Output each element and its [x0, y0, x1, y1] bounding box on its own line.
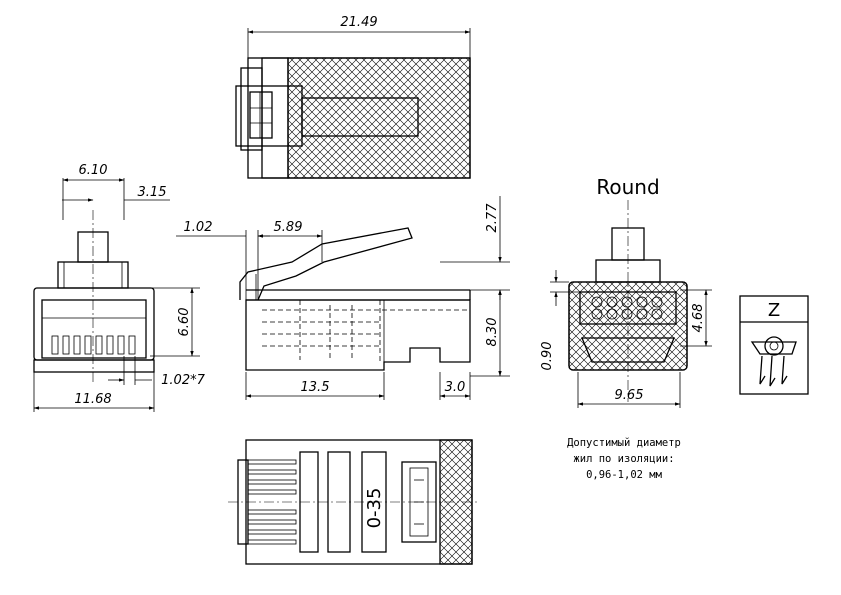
round-view: Round 0.90 4.68 9. [540, 175, 712, 408]
dim-front-width: 11.68 [74, 392, 111, 407]
dim-top-length: 21.49 [340, 15, 377, 30]
wire-diameter-note: Допустимый диаметр жил по изоляции: 0,96… [567, 437, 681, 481]
dim-side-latch: 5.89 [274, 220, 303, 235]
dim-round-wall: 0.90 [540, 342, 555, 371]
dim-side-height: 8.30 [485, 318, 500, 347]
dim-front-height: 6.60 [177, 308, 192, 337]
top-view: 21.49 [235, 15, 471, 179]
note-line-3: 0,96-1,02 мм [586, 469, 663, 481]
dim-front-width-inner: 6.10 [79, 163, 108, 178]
dim-side-gap: 1.02 [184, 220, 213, 235]
dim-side-tail: 3.0 [445, 380, 466, 395]
dim-round-width: 9.65 [615, 388, 644, 403]
dim-round-height: 4.68 [691, 304, 706, 333]
side-view: 1.02 5.89 2.77 8.30 13.5 3.0 [176, 196, 510, 400]
front-view: 6.10 3.15 6.60 1.02*7 [33, 163, 206, 412]
z-contact-detail: Z [739, 295, 809, 395]
dim-side-latch-height: 2.77 [485, 203, 500, 233]
round-wire-holes [591, 296, 663, 320]
dim-front-pitch: 1.02*7 [161, 373, 205, 388]
z-label: Z [768, 300, 780, 321]
front-contacts [51, 335, 136, 355]
bottom-marking: 0-35 [364, 488, 385, 529]
dim-side-length: 13.5 [301, 380, 330, 395]
note-line-2: жил по изоляции: [573, 453, 674, 465]
note-line-1: Допустимый диаметр [567, 437, 681, 449]
round-title: Round [596, 175, 659, 199]
dim-front-pin-offset: 3.15 [138, 185, 167, 200]
bottom-contacts [247, 459, 297, 545]
bottom-view: 0-35 [228, 439, 480, 565]
